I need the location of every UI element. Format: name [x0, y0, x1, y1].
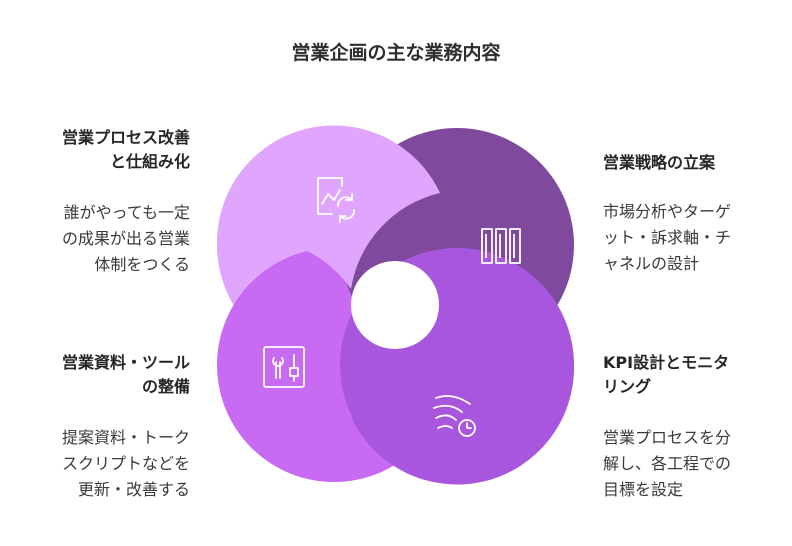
item-title-line: の整備	[141, 377, 190, 396]
item-desc-line: 提案資料・トーク	[61, 428, 190, 447]
weave-bottom-right	[351, 321, 575, 485]
item-title: 営業プロセス改善 と仕組み化	[20, 126, 190, 174]
item-description: 提案資料・トーク スクリプトなどを 更新・改善する	[20, 425, 190, 503]
wind-clock-icon	[433, 395, 476, 437]
item-desc-line: 市場分析やターゲ	[603, 202, 732, 221]
item-desc-line: 目標を設定	[603, 480, 684, 499]
item-kpi: KPI設計とモニタ リング 営業プロセスを分 解し、各工程での 目標を設定	[603, 351, 773, 503]
item-title-line: KPI設計とモニタ	[603, 353, 730, 372]
item-desc-line: の成果が出る営業	[61, 229, 190, 248]
item-title-line: と仕組み化	[109, 152, 190, 171]
item-desc-line: スクリプトなどを	[61, 454, 190, 473]
item-desc-line: 体制をつくる	[94, 255, 190, 274]
columns-icon	[481, 228, 521, 264]
item-title-line: リング	[603, 377, 652, 396]
item-title: KPI設計とモニタ リング	[603, 351, 773, 399]
item-materials-tools: 営業資料・ツール の整備 提案資料・トーク スクリプトなどを 更新・改善する	[20, 351, 190, 503]
item-desc-line: 解し、各工程での	[603, 454, 732, 473]
item-description: 誰がやっても一定 の成果が出る営業 体制をつくる	[20, 200, 190, 278]
item-title: 営業戦略の立案	[603, 151, 773, 175]
chart-refresh-icon	[317, 177, 355, 223]
item-process-improvement: 営業プロセス改善 と仕組み化 誰がやっても一定 の成果が出る営業 体制をつくる	[20, 126, 190, 278]
item-desc-line: 営業プロセスを分	[603, 428, 732, 447]
item-title-line: 営業プロセス改善	[61, 128, 190, 147]
item-title-line: 営業戦略の立案	[603, 153, 716, 172]
item-desc-line: ット・訴求軸・チ	[603, 228, 732, 247]
center-hole	[351, 261, 439, 349]
item-desc-line: ャネルの設計	[603, 254, 700, 273]
toolbox-icon	[263, 346, 305, 388]
item-desc-line: 更新・改善する	[77, 480, 190, 499]
item-description: 市場分析やターゲ ット・訴求軸・チ ャネルの設計	[603, 199, 773, 277]
weave-top-left	[216, 125, 440, 289]
item-strategy: 営業戦略の立案 市場分析やターゲ ット・訴求軸・チ ャネルの設計	[603, 151, 773, 277]
item-title-line: 営業資料・ツール	[61, 353, 190, 372]
page-title: 営業企画の主な業務内容	[291, 42, 501, 64]
item-desc-line: 誰がやっても一定	[63, 203, 190, 222]
item-title: 営業資料・ツール の整備	[20, 351, 190, 399]
item-description: 営業プロセスを分 解し、各工程での 目標を設定	[603, 425, 773, 503]
